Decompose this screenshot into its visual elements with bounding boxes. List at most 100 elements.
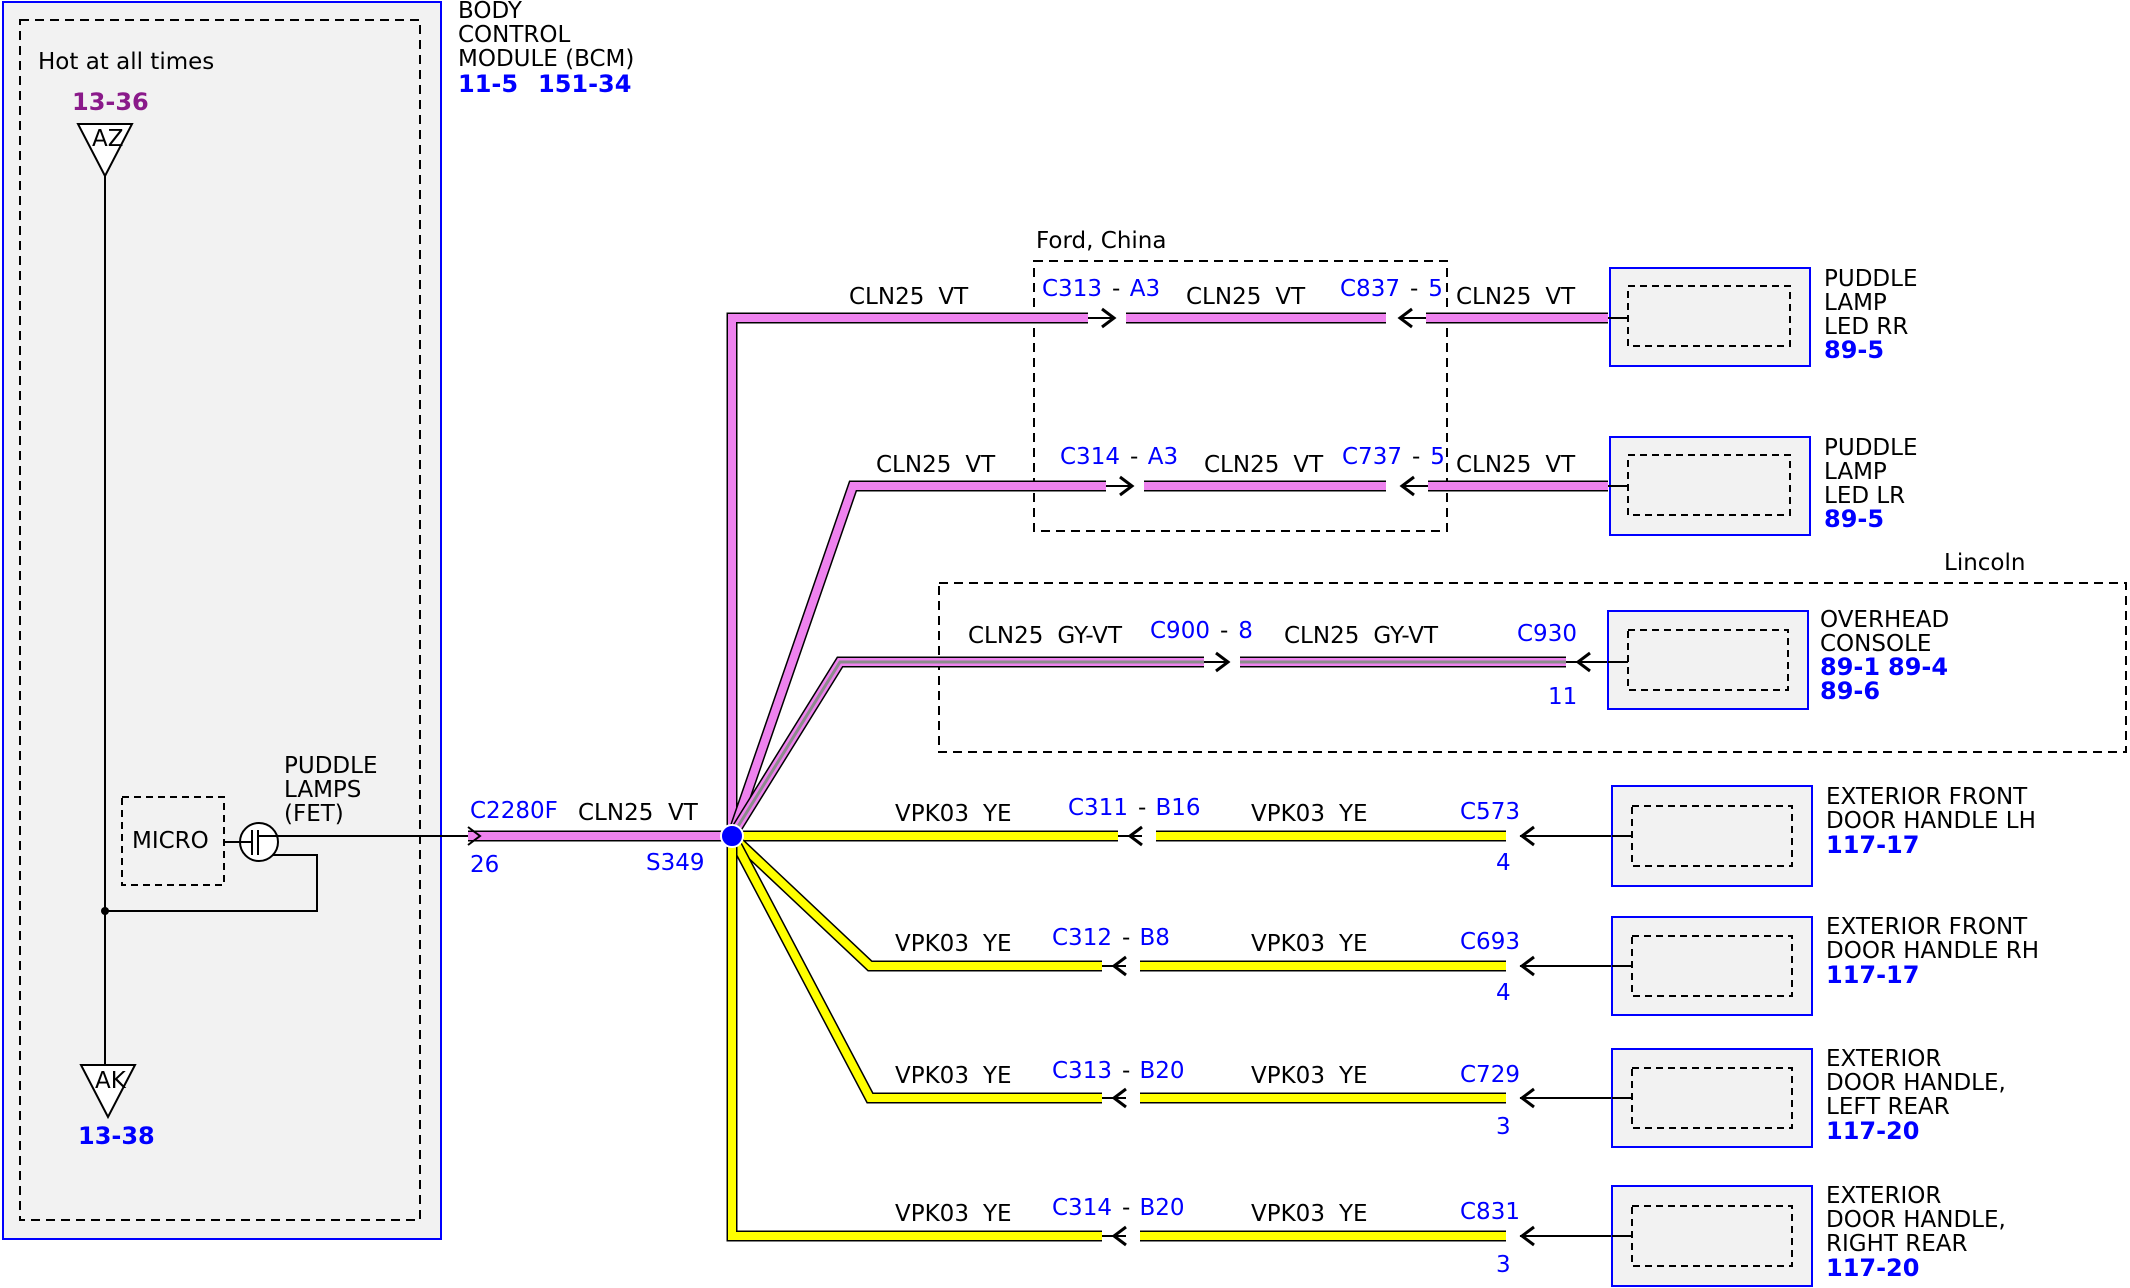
fet-ground-wire xyxy=(105,854,318,912)
fet-label-1: PUDDLE xyxy=(284,753,377,779)
device-puddle-lamp-lr xyxy=(1608,436,1811,536)
splice-label: S349 xyxy=(646,850,705,876)
lr-conn2: C737-5 xyxy=(1342,444,1445,470)
frh-conn1: C312-B8 xyxy=(1052,925,1170,951)
rr-ref: 89-5 xyxy=(1824,336,1884,364)
oh-ref-1: 89-1 xyxy=(1820,653,1880,681)
lr-device-2: LAMP xyxy=(1824,459,1887,485)
az-terminal xyxy=(76,123,134,179)
bcm-ref-1: 11-5 xyxy=(458,70,518,98)
lr-device-3: LED LR xyxy=(1824,483,1905,509)
lrr-conn2: C729 xyxy=(1460,1062,1520,1088)
rr-device-3: LED RR xyxy=(1824,314,1908,340)
az-label: AZ xyxy=(92,126,124,152)
rrr-conn1: C314-B20 xyxy=(1052,1195,1185,1221)
bcm-title-1: BODY xyxy=(458,0,523,24)
bcm-title-2: CONTROL xyxy=(458,22,571,48)
oh-conn1: C900-8 xyxy=(1150,618,1253,644)
rr-conn2: C837-5 xyxy=(1340,276,1443,302)
rrr-pin2: 3 xyxy=(1496,1252,1511,1278)
ak-ref: 13-38 xyxy=(78,1122,155,1150)
rrr-ref: 117-20 xyxy=(1826,1254,1919,1282)
lrr-device-1: EXTERIOR xyxy=(1826,1046,1941,1072)
flh-pin2: 4 xyxy=(1496,850,1511,876)
rrr-device-3: RIGHT REAR xyxy=(1826,1231,1967,1257)
trunk-connector: C2280F xyxy=(470,798,558,824)
ford-china-label: Ford, China xyxy=(1036,228,1166,254)
branch-wires xyxy=(726,312,1612,1242)
oh-ref-2: 89-4 xyxy=(1888,653,1948,681)
trunk-wire xyxy=(467,826,730,846)
flh-device-1: EXTERIOR FRONT xyxy=(1826,784,2028,810)
micro-label: MICRO xyxy=(132,828,209,854)
ak-label: AK xyxy=(95,1068,127,1094)
trunk-wire-color: VT xyxy=(668,800,699,826)
fet-label-3: (FET) xyxy=(284,801,344,827)
lrr-pin2: 3 xyxy=(1496,1114,1511,1140)
device-puddle-lamp-rr xyxy=(1608,267,1811,367)
lincoln-label: Lincoln xyxy=(1944,550,2025,576)
frh-pin2: 4 xyxy=(1496,980,1511,1006)
frh-conn2: C693 xyxy=(1460,929,1520,955)
flh-ref: 117-17 xyxy=(1826,831,1919,859)
ak-terminal xyxy=(79,1064,137,1120)
device-overhead-console xyxy=(1607,610,1809,710)
rr-conn1: C313-A3 xyxy=(1042,276,1160,302)
lrr-conn1: C313-B20 xyxy=(1052,1058,1185,1084)
lr-ref: 89-5 xyxy=(1824,505,1884,533)
lrr-device-3: LEFT REAR xyxy=(1826,1094,1950,1120)
lrr-ref: 117-20 xyxy=(1826,1117,1919,1145)
oh-pin2: 11 xyxy=(1548,684,1577,710)
device-front-handle-lh xyxy=(1611,785,1813,887)
frh-ref: 117-17 xyxy=(1826,961,1919,989)
frh-device-2: DOOR HANDLE RH xyxy=(1826,938,2039,964)
fet-label-2: LAMPS xyxy=(284,777,361,803)
bcm-module: Hot at all times 13-36 AZ AK 13-38 MICRO… xyxy=(2,1,468,1240)
device-front-handle-rh xyxy=(1611,916,1813,1016)
splice-s349 xyxy=(720,824,744,848)
lr-device-1: PUDDLE xyxy=(1824,435,1917,461)
rrr-conn2: C831 xyxy=(1460,1199,1520,1225)
frh-device-1: EXTERIOR FRONT xyxy=(1826,914,2028,940)
lr-conn1: C314-A3 xyxy=(1060,444,1178,470)
rrr-device-1: EXTERIOR xyxy=(1826,1183,1941,1209)
bcm-title-3: MODULE (BCM) xyxy=(458,46,634,72)
rr-device-1: PUDDLE xyxy=(1824,266,1917,292)
oh-ref-3: 89-6 xyxy=(1820,677,1880,705)
hot-at-all-times-label: Hot at all times xyxy=(38,49,214,75)
device-rear-handle-right xyxy=(1611,1185,1813,1287)
bcm-ref-2: 151-34 xyxy=(538,70,631,98)
device-rear-handle-left xyxy=(1611,1048,1813,1148)
connector-chevrons xyxy=(1088,307,1591,1247)
flh-conn2: C573 xyxy=(1460,799,1520,825)
lrr-device-2: DOOR HANDLE, xyxy=(1826,1070,2006,1096)
fet-symbol-icon xyxy=(239,822,279,862)
rrr-device-2: DOOR HANDLE, xyxy=(1826,1207,2006,1233)
ford-china-group xyxy=(1033,260,1448,532)
trunk-wire-id: CLN25 xyxy=(578,800,653,826)
oh-device-1: OVERHEAD xyxy=(1820,607,1949,633)
oh-conn2: C930 xyxy=(1517,621,1577,647)
az-ref: 13-36 xyxy=(72,88,149,116)
flh-conn1: C311-B16 xyxy=(1068,795,1201,821)
bcm-outline xyxy=(2,1,442,1240)
flh-device-2: DOOR HANDLE LH xyxy=(1826,808,2036,834)
oh-device-2: CONSOLE xyxy=(1820,631,1931,657)
